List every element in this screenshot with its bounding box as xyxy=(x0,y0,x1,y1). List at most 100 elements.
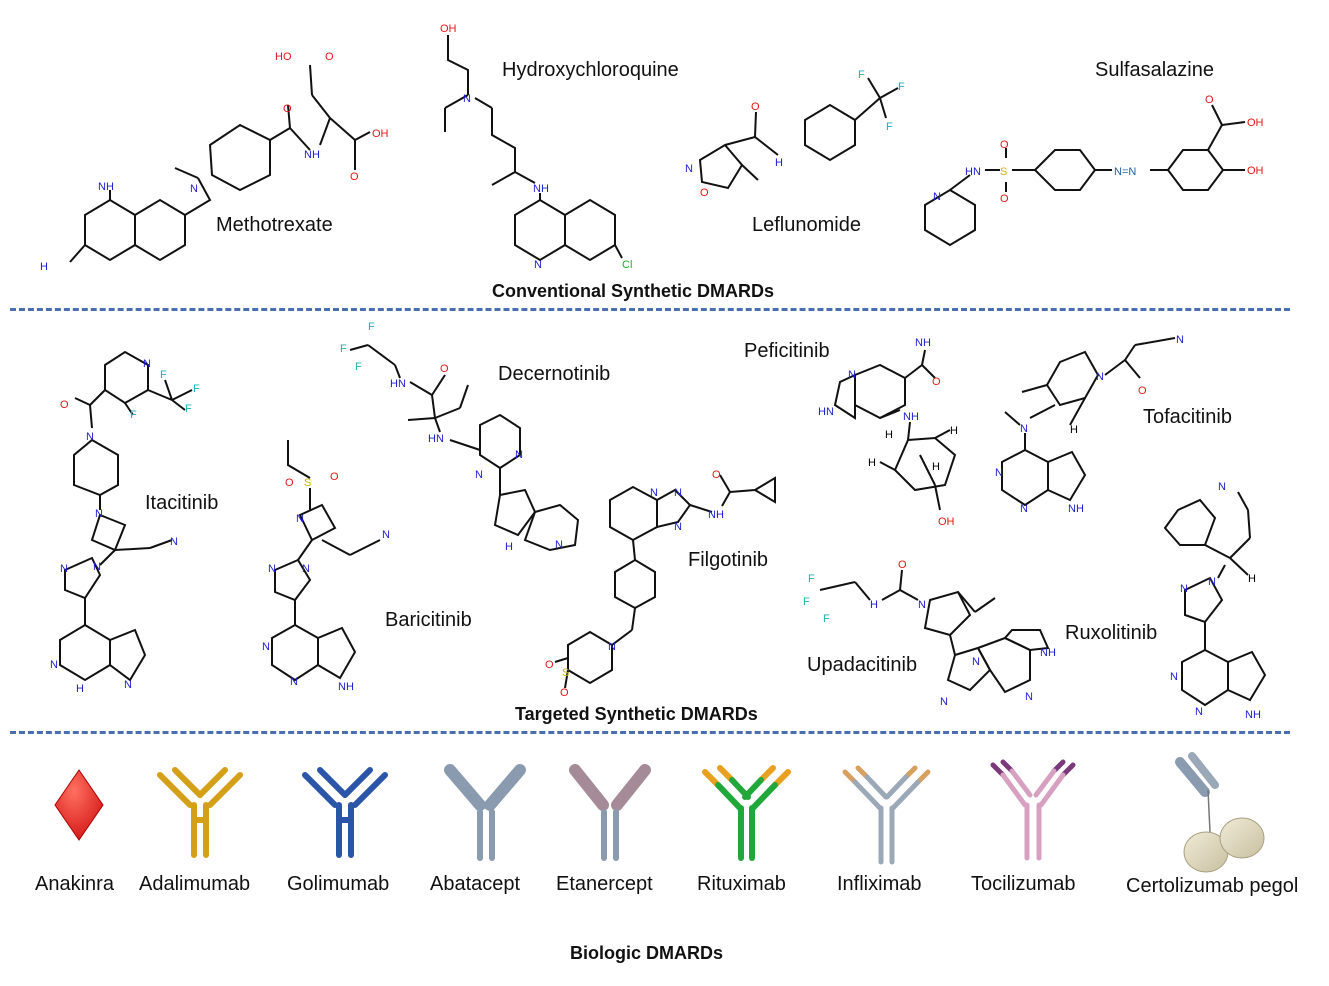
hydroxychloroquine-structure xyxy=(444,35,623,262)
sulfasalazine-azo-atoms: N=N xyxy=(1114,166,1136,178)
itacitinib-structure xyxy=(59,350,193,682)
tofacitinib-nitrile-n-atom: N xyxy=(1176,334,1184,346)
ruxolitinib-pyrazole-n-atom-2: N xyxy=(1208,576,1216,588)
methotrexate-o-atom-3: O xyxy=(350,171,359,183)
methotrexate-o-atom-2: O xyxy=(325,51,334,63)
drug-label-itacitinib: Itacitinib xyxy=(145,492,219,514)
upadacitinib-structure xyxy=(819,569,1050,694)
tofacitinib-piperidine-n-atom: N xyxy=(1096,371,1104,383)
tofacitinib-structure xyxy=(1001,337,1176,507)
tofacitinib-n-atom: N xyxy=(1020,423,1028,435)
sulfasalazine-o-atom-2: O xyxy=(1000,193,1009,205)
peficitinib-h-atom-2: H xyxy=(950,425,958,437)
drug-label-abatacept: Abatacept xyxy=(430,873,521,895)
itacitinib-f-atom-3: F xyxy=(185,403,192,415)
decernotinib-structure xyxy=(349,344,580,552)
sulfasalazine-o-atom-3: O xyxy=(1205,94,1214,106)
adalimumab-antibody-icon xyxy=(157,767,243,858)
sulfasalazine-s-atom: S xyxy=(1000,166,1007,178)
upadacitinib-f-atom-1: F xyxy=(808,573,815,585)
upadacitinib-f-atom-3: F xyxy=(823,613,830,625)
leflunomide-o-ring-atom: O xyxy=(700,187,709,199)
decernotinib-f-atom-2: F xyxy=(340,343,347,355)
baricitinib-azetidine-n-atom: N xyxy=(296,513,304,525)
decernotinib-hn-atom-1: HN xyxy=(390,378,406,390)
itacitinib-pyrrole-n-atom: N xyxy=(124,679,132,691)
section-title-biologic: Biologic DMARDs xyxy=(570,943,723,963)
section-title-conventional: Conventional Synthetic DMARDs xyxy=(492,281,775,301)
upadacitinib-f-atom-2: F xyxy=(803,596,810,608)
baricitinib-pyrimidine-n-atom-1: N xyxy=(262,641,270,653)
sulfasalazine-o-atom-1: O xyxy=(1000,139,1009,151)
tocilizumab-antibody-icon xyxy=(990,759,1076,861)
section-title-targeted: Targeted Synthetic DMARDs xyxy=(515,704,758,724)
baricitinib-nitrile-n-atom: N xyxy=(382,529,390,541)
peficitinib-nh2-atom: NH xyxy=(915,337,931,349)
section-separator xyxy=(10,308,1290,311)
drug-label-sulfasalazine: Sulfasalazine xyxy=(1095,59,1214,81)
drug-label-baricitinib: Baricitinib xyxy=(385,609,472,631)
hydroxychloroquine-oh-atom: OH xyxy=(440,23,457,35)
sulfasalazine-structure xyxy=(924,104,1246,247)
itacitinib-f-atom-4: F xyxy=(130,409,137,421)
drug-label-certolizumab-pegol: Certolizumab pegol xyxy=(1126,875,1299,897)
leflunomide-f-atom-2: F xyxy=(898,81,905,93)
peficitinib-hn-atom: HN xyxy=(818,406,834,418)
itacitinib-pyrazole-n-atom-2: N xyxy=(93,561,101,573)
ruxolitinib-nh-atom: NH xyxy=(1245,709,1261,721)
ruxolitinib-pyrimidine-n-atom-2: N xyxy=(1195,706,1203,718)
methotrexate-nh2-atom: NH xyxy=(98,181,114,193)
filgotinib-n-atom-1: N xyxy=(650,487,658,499)
filgotinib-o-atom-3: O xyxy=(560,687,569,699)
tofacitinib-pyrimidine-n-atom-1: N xyxy=(995,467,1003,479)
decernotinib-pyridine-n-atom: N xyxy=(555,539,563,551)
baricitinib-structure xyxy=(271,440,381,682)
filgotinib-structure xyxy=(554,474,776,689)
abatacept-fusion-icon xyxy=(444,764,526,861)
drug-label-golimumab: Golimumab xyxy=(287,873,390,895)
decernotinib-pyrimidine-n-atom-1: N xyxy=(475,469,483,481)
upadacitinib-imidazole-n-atom: N xyxy=(940,696,948,708)
baricitinib-s-atom: S xyxy=(304,477,311,489)
decernotinib-f-atom-3: F xyxy=(355,361,362,373)
methotrexate-ho-atom: HO xyxy=(275,51,292,63)
peficitinib-pyridine-n-atom: N xyxy=(848,369,856,381)
golimumab-antibody-icon xyxy=(302,767,388,858)
filgotinib-s-atom: S xyxy=(562,667,569,679)
upadacitinib-pyrazine-n-atom: N xyxy=(1025,691,1033,703)
itacitinib-pyridine-n-atom: N xyxy=(143,358,151,370)
sulfasalazine-oh-atom-2: OH xyxy=(1247,165,1264,177)
hydroxychloroquine-nh-atom: NH xyxy=(533,183,549,195)
itacitinib-azetidine-n-atom: N xyxy=(95,508,103,520)
baricitinib-pyrimidine-n-atom-2: N xyxy=(290,676,298,688)
filgotinib-nh-atom: NH xyxy=(708,509,724,521)
decernotinib-nh-atom: H xyxy=(505,541,513,553)
tofacitinib-o-atom: O xyxy=(1138,385,1147,397)
peficitinib-structure xyxy=(833,349,957,511)
drug-label-anakinra: Anakinra xyxy=(35,873,114,895)
itacitinib-pyrazole-n-atom-1: N xyxy=(60,563,68,575)
upadacitinib-bridge-n-atom: N xyxy=(972,656,980,668)
filgotinib-n-atom-4: N xyxy=(608,641,616,653)
baricitinib-nh-atom: NH xyxy=(338,681,354,693)
tofacitinib-pyrimidine-n-atom-2: N xyxy=(1020,503,1028,515)
ruxolitinib-structure xyxy=(1163,491,1267,707)
itacitinib-piperidine-n-atom: N xyxy=(86,431,94,443)
peficitinib-o-atom: O xyxy=(932,376,941,388)
peficitinib-h-atom-4: H xyxy=(932,461,940,473)
peficitinib-h-atom-3: H xyxy=(868,457,876,469)
drug-label-tocilizumab: Tocilizumab xyxy=(971,873,1076,895)
itacitinib-nitrile-n-atom: N xyxy=(170,536,178,548)
anakinra-diamond-icon xyxy=(54,769,104,841)
filgotinib-n-atom-2: N xyxy=(674,487,682,499)
ruxolitinib-nitrile-n-atom: N xyxy=(1218,481,1226,493)
sulfasalazine-oh-atom-1: OH xyxy=(1247,117,1264,129)
peficitinib-nh-atom: NH xyxy=(903,411,919,423)
itacitinib-pyrimidine-n-atom: N xyxy=(50,659,58,671)
drug-label-peficitinib: Peficitinib xyxy=(744,340,830,362)
peficitinib-h-atom-1: H xyxy=(885,429,893,441)
hydroxychloroquine-ring-n-atom: N xyxy=(534,259,542,271)
infliximab-antibody-icon xyxy=(842,765,931,865)
upadacitinib-nh-atom: NH xyxy=(1040,647,1056,659)
